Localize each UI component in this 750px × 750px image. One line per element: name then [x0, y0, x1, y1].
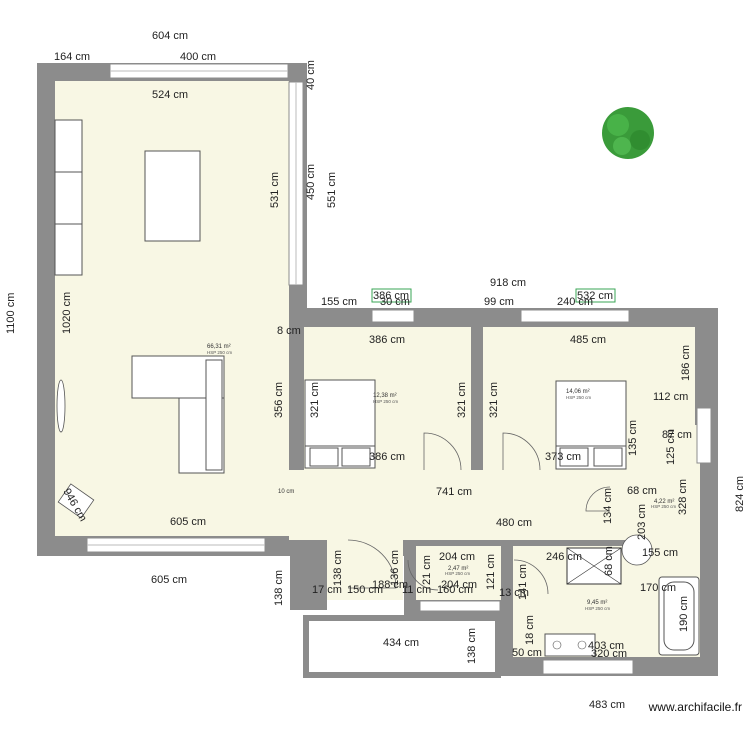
dim-741: 741 cm	[436, 486, 472, 498]
dim-10: 10 cm	[278, 489, 294, 495]
dim-bath-170: 170 cm	[640, 582, 676, 594]
dim-551: 551 cm	[326, 172, 338, 208]
dim-bath-246: 246 cm	[546, 551, 582, 563]
small-area: 4,22 m²	[654, 499, 674, 505]
dim-bath-141: 141 cm	[517, 564, 529, 600]
dim-824: 824 cm	[734, 476, 746, 512]
dim-balcony-138: 138 cm	[466, 628, 478, 664]
dim-wc-121: 121 cm	[485, 554, 497, 590]
dim-br1-bottom: 386 cm	[369, 451, 405, 463]
dimension-labels: 604 cm 164 cm 400 cm 40 cm 1100 cm 524 c…	[5, 30, 746, 711]
dim-373: 373 cm	[545, 451, 581, 463]
dim-186: 186 cm	[680, 345, 692, 381]
dim-99: 99 cm	[484, 296, 514, 308]
dim-br1-left: 321 cm	[309, 382, 321, 418]
wc-area: 2,47 m²	[448, 566, 468, 572]
br1-area: 12,38 m²	[373, 393, 397, 399]
dim-918: 918 cm	[490, 277, 526, 289]
dim-wc-204-top: 204 cm	[439, 551, 475, 563]
dim-top-left: 164 cm	[54, 51, 90, 63]
dim-450: 450 cm	[305, 164, 317, 200]
br2-area: 14,06 m²	[566, 389, 590, 395]
dim-125: 125 cm	[665, 429, 677, 465]
wc-hsp: HSP 250 cm	[445, 571, 470, 576]
dim-br1-right: 321 cm	[456, 382, 468, 418]
door-swing-icon	[347, 432, 611, 595]
dim-112: 112 cm	[653, 391, 688, 403]
dim-bath-18: 18 cm	[524, 615, 536, 645]
small-hsp: HSP 250 cm	[651, 504, 676, 509]
dim-wc-160: 160 cm	[437, 584, 473, 596]
dim-bath-68: 68 cm	[603, 546, 615, 576]
dim-531: 531 cm	[269, 172, 281, 208]
dim-bath-155: 155 cm	[642, 547, 678, 559]
dim-87: 87 cm	[662, 429, 692, 441]
dim-entry-188: 188 cm	[372, 579, 408, 591]
dim-br1-356: 356 cm	[273, 382, 285, 418]
dim-wc-204-bottom: 204 cm	[441, 579, 477, 591]
dim-wc-21: 21 cm	[421, 555, 433, 585]
bed-icon	[304, 379, 376, 469]
dim-532-box: 532 cm	[577, 290, 613, 302]
living-hsp: HSP 250 cm	[207, 350, 232, 355]
bath-hsp: HSP 250 cm	[585, 606, 610, 611]
dim-entry-17: 17 cm	[312, 584, 342, 596]
dim-8: 8 cm	[277, 325, 301, 337]
dim-bath-190: 190 cm	[678, 596, 690, 632]
living-area: 66,31 m²	[207, 344, 231, 350]
dim-top-right-small: 40 cm	[305, 60, 317, 90]
br1-hsp: HSP 250 cm	[373, 399, 398, 404]
dim-living-width: 524 cm	[152, 89, 188, 101]
dim-203: 203 cm	[636, 504, 648, 540]
bathtub-icon	[658, 576, 700, 656]
windows	[86, 63, 712, 675]
dim-balcony-434: 434 cm	[383, 637, 419, 649]
dim-entry-150: 150 cm	[347, 584, 383, 596]
dim-328: 328 cm	[677, 479, 689, 515]
bed-icon-2	[555, 380, 627, 470]
dim-480: 480 cm	[496, 517, 532, 529]
br2-hsp: HSP 250 cm	[566, 395, 591, 400]
dim-bath-50: 50 cm	[512, 647, 542, 659]
balcony	[303, 615, 501, 678]
dim-68: 68 cm	[627, 485, 657, 497]
dim-386-box: 386 cm	[373, 290, 409, 302]
dim-top-total: 604 cm	[152, 30, 188, 42]
dim-bath-13: 13 cm	[499, 587, 529, 599]
dim-155: 155 cm	[321, 296, 357, 308]
dim-entry-136: 136 cm	[389, 550, 401, 586]
furniture	[54, 119, 700, 657]
dim-top-window: 400 cm	[180, 51, 216, 63]
bath-area: 9,45 m²	[587, 600, 607, 606]
dim-living-bottom-605: 605 cm	[170, 516, 206, 528]
dim-entry-138-inner: 138 cm	[332, 550, 344, 586]
dim-left-total: 1100 cm	[5, 293, 17, 334]
dim-br1-width: 386 cm	[369, 334, 405, 346]
dim-outer-bottom-605: 605 cm	[151, 574, 187, 586]
room-labels: 66,31 m² HSP 250 cm 12,38 m² HSP 250 cm …	[207, 344, 676, 611]
dim-bath-403: 403 cm	[588, 640, 624, 652]
dim-br2-width: 485 cm	[570, 334, 606, 346]
dim-30: 30 cm	[380, 296, 410, 308]
watermark-link[interactable]: www.archifacile.fr	[648, 700, 742, 714]
dim-wc-11: 11 cm	[402, 584, 431, 596]
dim-bath-320: 320 cm	[591, 648, 627, 660]
sofa-icon	[131, 355, 225, 474]
dim-br2-left: 321 cm	[488, 382, 500, 418]
dim-bottom-483: 483 cm	[589, 699, 625, 711]
dim-134: 134 cm	[602, 488, 614, 524]
dim-entry-138-left: 138 cm	[273, 570, 285, 606]
dim-240: 240 cm	[557, 296, 593, 308]
dim-135: 135 cm	[627, 420, 639, 456]
tree-icon	[602, 107, 654, 159]
dim-living-height: 1020 cm	[61, 292, 73, 334]
